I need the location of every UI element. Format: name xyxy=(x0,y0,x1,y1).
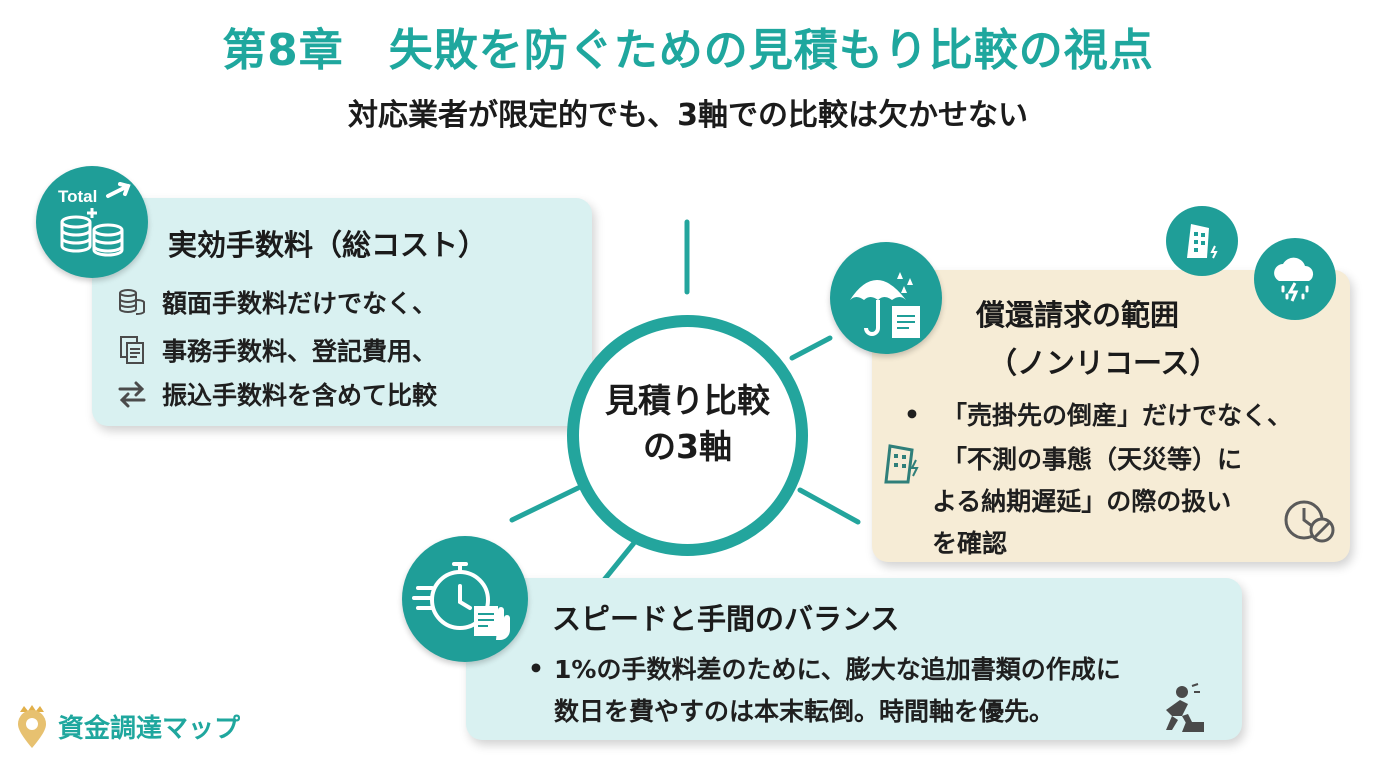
umbrella-document-icon xyxy=(830,242,942,354)
speed-bullet: • xyxy=(528,653,544,683)
speed-card-title: スピードと手間のバランス xyxy=(552,602,900,636)
recourse-line-4-text: を確認 xyxy=(932,529,1008,558)
spoke-lower-left xyxy=(509,485,581,523)
cost-item-3-text: 振込手数料を含めて比較 xyxy=(162,381,438,410)
transfer-arrows-icon xyxy=(112,378,152,410)
speed-line-1-text: 1%の手数料差のために、膨大な追加書類の作成に xyxy=(554,655,1121,684)
spoke-bottom xyxy=(601,535,641,583)
hub-label-line1: 見積り比較 xyxy=(605,381,770,420)
storm-cloud-icon xyxy=(1254,238,1336,320)
hub-label-line2: の3軸 xyxy=(643,427,732,466)
documents-icon xyxy=(112,334,152,366)
cost-item-1: 額面手数料だけでなく、 xyxy=(112,284,437,320)
total-label: Total xyxy=(58,187,97,206)
recourse-card-title-line2: （ノンリコース） xyxy=(988,346,1219,380)
recourse-card-title-line1: 償還請求の範囲 xyxy=(976,298,1180,332)
total-coins-icon: Total xyxy=(36,166,148,278)
cost-card xyxy=(92,198,592,426)
recourse-line-1: • 「売掛先の倒産」だけでなく、 xyxy=(904,396,1292,432)
coins-icon xyxy=(112,286,152,318)
building-alert-icon xyxy=(1166,206,1238,276)
hub-label: 見積り比較 の3軸 xyxy=(567,378,808,470)
cost-item-3: 振込手数料を含めて比較 xyxy=(112,376,437,412)
spoke-upper-right xyxy=(789,335,833,361)
recourse-line-2-text: 「不測の事態（天災等）に xyxy=(942,445,1243,474)
page-subtitle: 対応業者が限定的でも、3軸での比較は欠かせない xyxy=(348,98,1028,133)
recourse-card xyxy=(872,270,1350,562)
cost-card-title: 実効手数料（総コスト） xyxy=(168,228,488,262)
location-crown-icon xyxy=(18,705,46,748)
recourse-line-2: 「不測の事態（天災等）に xyxy=(942,440,1242,476)
stopwatch-document-icon xyxy=(402,536,528,662)
page-title: 第8章 失敗を防ぐための見積もり比較の視点 xyxy=(222,25,1154,76)
brand-logo: 資金調達マップ xyxy=(14,702,240,750)
cost-item-1-text: 額面手数料だけでなく、 xyxy=(162,289,438,318)
recourse-line-4: を確認 xyxy=(932,524,1007,560)
collapsing-building-icon xyxy=(878,436,930,490)
cost-item-2: 事務手数料、登記費用、 xyxy=(112,332,437,368)
clock-cancel-icon xyxy=(1280,492,1340,552)
recourse-line-1-text: 「売掛先の倒産」だけでなく、 xyxy=(942,401,1293,430)
recourse-line-3-text: よる納期遅延」の際の扱い xyxy=(932,487,1232,516)
spoke-lower-right xyxy=(797,487,861,525)
recourse-line-3: よる納期遅延」の際の扱い xyxy=(932,482,1231,518)
cost-item-2-text: 事務手数料、登記費用、 xyxy=(162,337,438,366)
recourse-bullet: • xyxy=(904,399,920,429)
speed-line-2: 数日を費やすのは本末転倒。時間軸を優先。 xyxy=(554,692,1054,728)
speed-card xyxy=(466,578,1242,740)
speed-line-1: • 1%の手数料差のために、膨大な追加書類の作成に xyxy=(528,650,1121,686)
brand-name: 資金調達マップ xyxy=(58,713,241,744)
overwhelmed-worker-icon xyxy=(1152,680,1208,740)
speed-line-2-text: 数日を費やすのは本末転倒。時間軸を優先。 xyxy=(554,697,1055,726)
